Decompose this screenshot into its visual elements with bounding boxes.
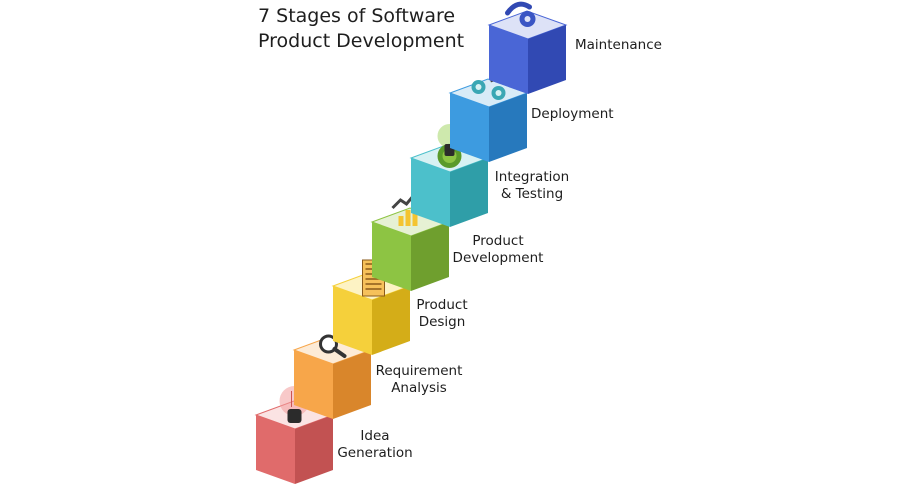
cube-front-face [450, 93, 489, 162]
cube-front-face [372, 222, 411, 291]
cube-front-face [294, 350, 333, 419]
cube-front-face [333, 286, 372, 355]
stage-label-line: & Testing [500, 186, 564, 202]
stage-cube [370, 188, 451, 291]
stage-label-product-design: Product Design [410, 297, 474, 331]
stage-label-line: Product [472, 233, 524, 249]
stage-label-line: Deployment [531, 106, 614, 122]
cube-front-face [411, 158, 450, 227]
gears-icon [471, 77, 506, 100]
stage-label-maintenance: Maintenance [575, 37, 662, 54]
diagram-title: 7 Stages of Software Product Development [258, 4, 518, 54]
cube-side-face [489, 93, 527, 162]
magnifier-icon [319, 334, 347, 358]
stage-cube [448, 77, 529, 162]
stage-label-requirement-analysis: Requirement Analysis [370, 363, 468, 397]
stage-label-line: Requirement [375, 363, 463, 379]
title-line-1: 7 Stages of Software [258, 5, 456, 27]
stage-label-line: Idea [360, 428, 390, 444]
stage-cube [487, 1, 568, 94]
stage-label-idea-generation: Idea Generation [330, 428, 420, 462]
cube-front-face [489, 25, 528, 94]
stage-label-line: Development [452, 250, 544, 266]
cube-side-face [372, 286, 410, 355]
stage-label-line: Design [418, 314, 466, 330]
cube-side-face [333, 350, 371, 419]
cube-side-face [411, 222, 449, 291]
stage-label-integration-testing: Integration & Testing [490, 169, 574, 203]
cube-side-face [450, 158, 488, 227]
stage-label-line: Analysis [391, 380, 447, 396]
stage-label-line: Generation [337, 445, 413, 461]
stage-label-line: Maintenance [575, 37, 662, 53]
title-line-2: Product Development [258, 30, 465, 52]
stage-cube [409, 124, 490, 227]
stage-label-product-development: Product Development [450, 233, 546, 267]
cube-side-face [295, 415, 333, 484]
cube-side-face [528, 25, 566, 94]
stage-label-line: Integration [494, 169, 570, 185]
stage-cube [331, 259, 412, 355]
cube-front-face [256, 415, 295, 484]
stage-label-deployment: Deployment [531, 106, 614, 123]
wrench-gear-icon [505, 1, 536, 27]
stage-label-line: Product [416, 297, 468, 313]
